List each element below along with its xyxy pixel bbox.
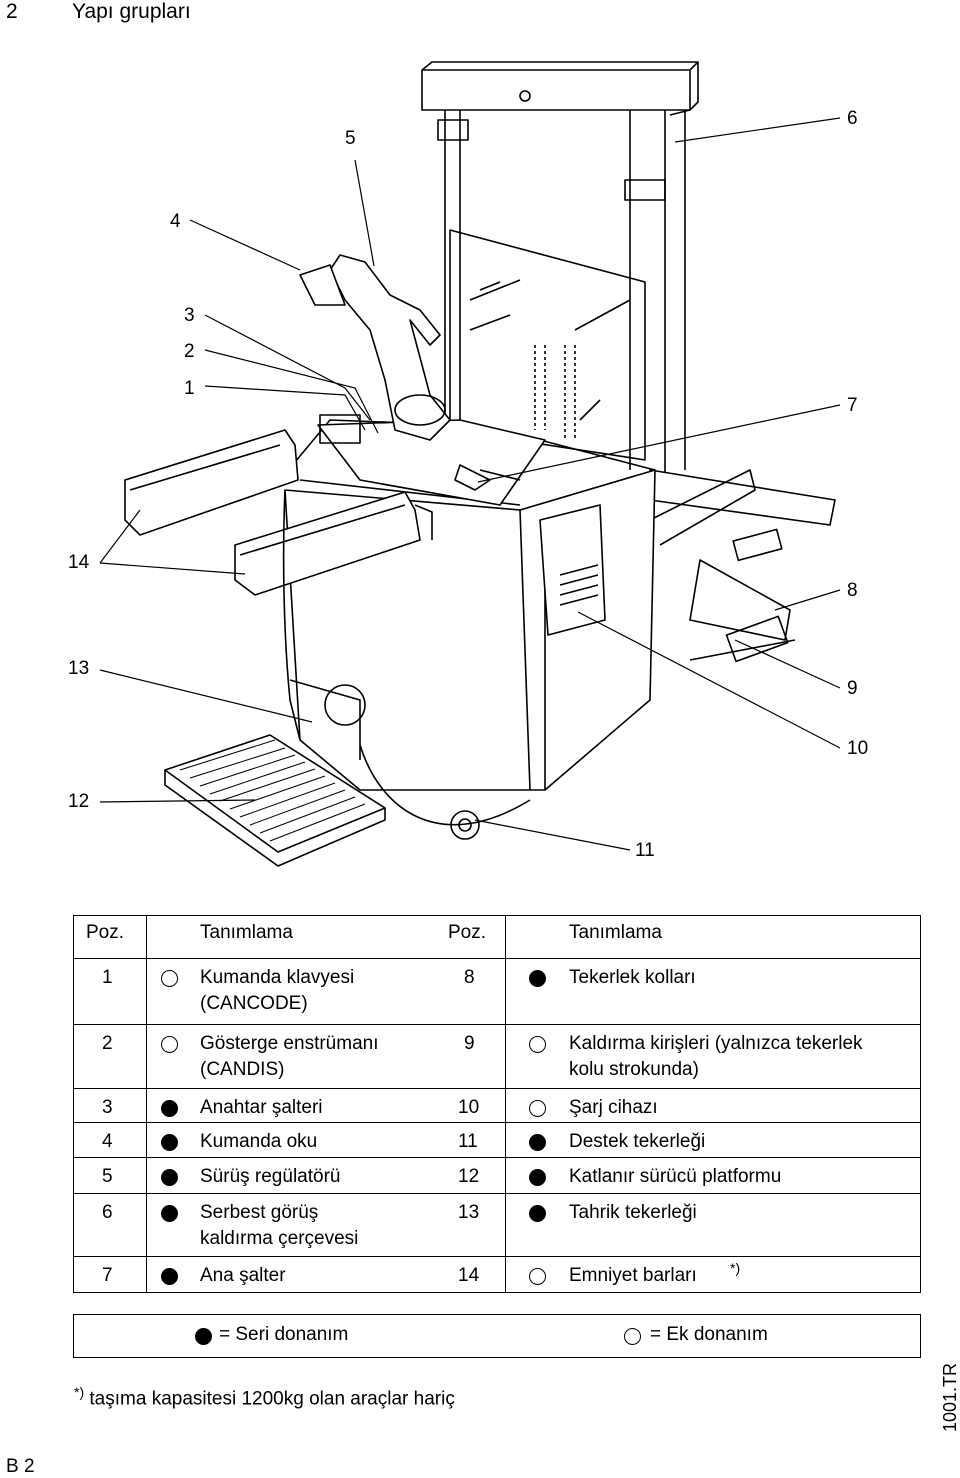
part-name: Sürüş regülatörü	[200, 1166, 341, 1187]
callout-4: 4	[170, 211, 181, 232]
optional-circle-icon	[161, 1036, 178, 1053]
section-number: 2	[6, 0, 18, 23]
standard-dot-icon	[529, 1134, 546, 1151]
col-header-name-left: Tanımlama	[200, 922, 293, 943]
part-name: Katlanır sürücü platformu	[569, 1166, 782, 1187]
part-name: Emniyet barları	[569, 1265, 697, 1286]
part-name-line2: (CANDIS)	[200, 1059, 285, 1080]
part-name: Şarj cihazı	[569, 1097, 658, 1118]
part-name-line2: kolu strokunda)	[569, 1059, 699, 1080]
callout-8: 8	[847, 580, 858, 601]
callout-11: 11	[635, 840, 655, 861]
standard-dot-icon	[161, 1100, 178, 1117]
callout-14: 14	[68, 552, 90, 573]
part-name: Tekerlek kolları	[569, 967, 696, 988]
col-header-pos-left: Poz.	[86, 922, 125, 943]
standard-dot-icon	[161, 1268, 178, 1285]
standard-dot-icon	[161, 1205, 178, 1222]
callout-7: 7	[847, 395, 858, 416]
part-name-line2: kaldırma çerçevesi	[200, 1228, 359, 1249]
standard-dot-icon	[161, 1134, 178, 1151]
part-name: Anahtar şalteri	[200, 1097, 323, 1118]
standard-dot-icon	[195, 1328, 212, 1345]
pos-number: 1	[102, 967, 113, 988]
pos-number: 5	[102, 1166, 113, 1187]
part-name: Gösterge enstrümanı	[200, 1033, 379, 1054]
callout-12: 12	[68, 791, 90, 812]
document-code: 1001.TR	[940, 1362, 960, 1432]
optional-circle-icon	[529, 1036, 546, 1053]
legend-standard: = Seri donanım	[219, 1324, 349, 1345]
pos-number: 4	[102, 1131, 113, 1152]
footnote: *) taşıma kapasitesi 1200kg olan araçlar…	[74, 1384, 455, 1410]
part-name: Destek tekerleği	[569, 1131, 706, 1152]
part-name: Kumanda klavyesi	[200, 967, 355, 988]
footnote-text: taşıma kapasitesi 1200kg olan araçlar ha…	[89, 1388, 455, 1410]
callout-10: 10	[847, 738, 869, 759]
part-name-line2: (CANCODE)	[200, 993, 308, 1014]
pos-number: 9	[464, 1033, 475, 1054]
parts-table: Poz. Tanımlama Poz. Tanımlama 1 Kumanda k…	[73, 915, 921, 1293]
optional-circle-icon	[624, 1328, 641, 1345]
pos-number: 12	[458, 1166, 480, 1187]
pos-number: 13	[458, 1202, 480, 1223]
callout-3: 3	[184, 305, 195, 326]
col-header-name-right: Tanımlama	[569, 922, 662, 943]
part-name: Serbest görüş	[200, 1202, 319, 1223]
part-name: Kaldırma kirişleri (yalnızca tekerlek	[569, 1033, 863, 1054]
page-id: B 2	[6, 1456, 35, 1477]
col-header-pos-right: Poz.	[448, 922, 487, 943]
pos-number: 7	[102, 1265, 113, 1286]
callout-9: 9	[847, 678, 858, 699]
stacker-drawing	[99, 61, 841, 867]
footnote-mark: *)	[74, 1384, 85, 1400]
callout-13: 13	[68, 658, 90, 679]
legend: = Seri donanım = Ek donanım	[73, 1314, 921, 1358]
callout-6: 6	[847, 108, 858, 129]
standard-dot-icon	[529, 970, 546, 987]
optional-circle-icon	[529, 1268, 546, 1285]
callout-1: 1	[184, 378, 195, 399]
part-name: Ana şalter	[200, 1265, 286, 1286]
pos-number: 14	[458, 1265, 480, 1286]
standard-dot-icon	[161, 1169, 178, 1186]
standard-dot-icon	[529, 1205, 546, 1222]
footnote-mark: *)	[730, 1260, 741, 1276]
pos-number: 6	[102, 1202, 113, 1223]
pos-number: 3	[102, 1097, 113, 1118]
callout-5: 5	[345, 128, 356, 149]
pos-number: 2	[102, 1033, 113, 1054]
pos-number: 11	[458, 1131, 478, 1152]
pos-number: 10	[458, 1097, 480, 1118]
section-title: Yapı grupları	[72, 0, 191, 23]
pos-number: 8	[464, 967, 475, 988]
part-name: Kumanda oku	[200, 1131, 318, 1152]
optional-circle-icon	[161, 970, 178, 987]
optional-circle-icon	[529, 1100, 546, 1117]
part-name: Tahrik tekerleği	[569, 1202, 697, 1223]
standard-dot-icon	[529, 1169, 546, 1186]
legend-optional: = Ek donanım	[650, 1324, 768, 1345]
callout-2: 2	[184, 341, 195, 362]
